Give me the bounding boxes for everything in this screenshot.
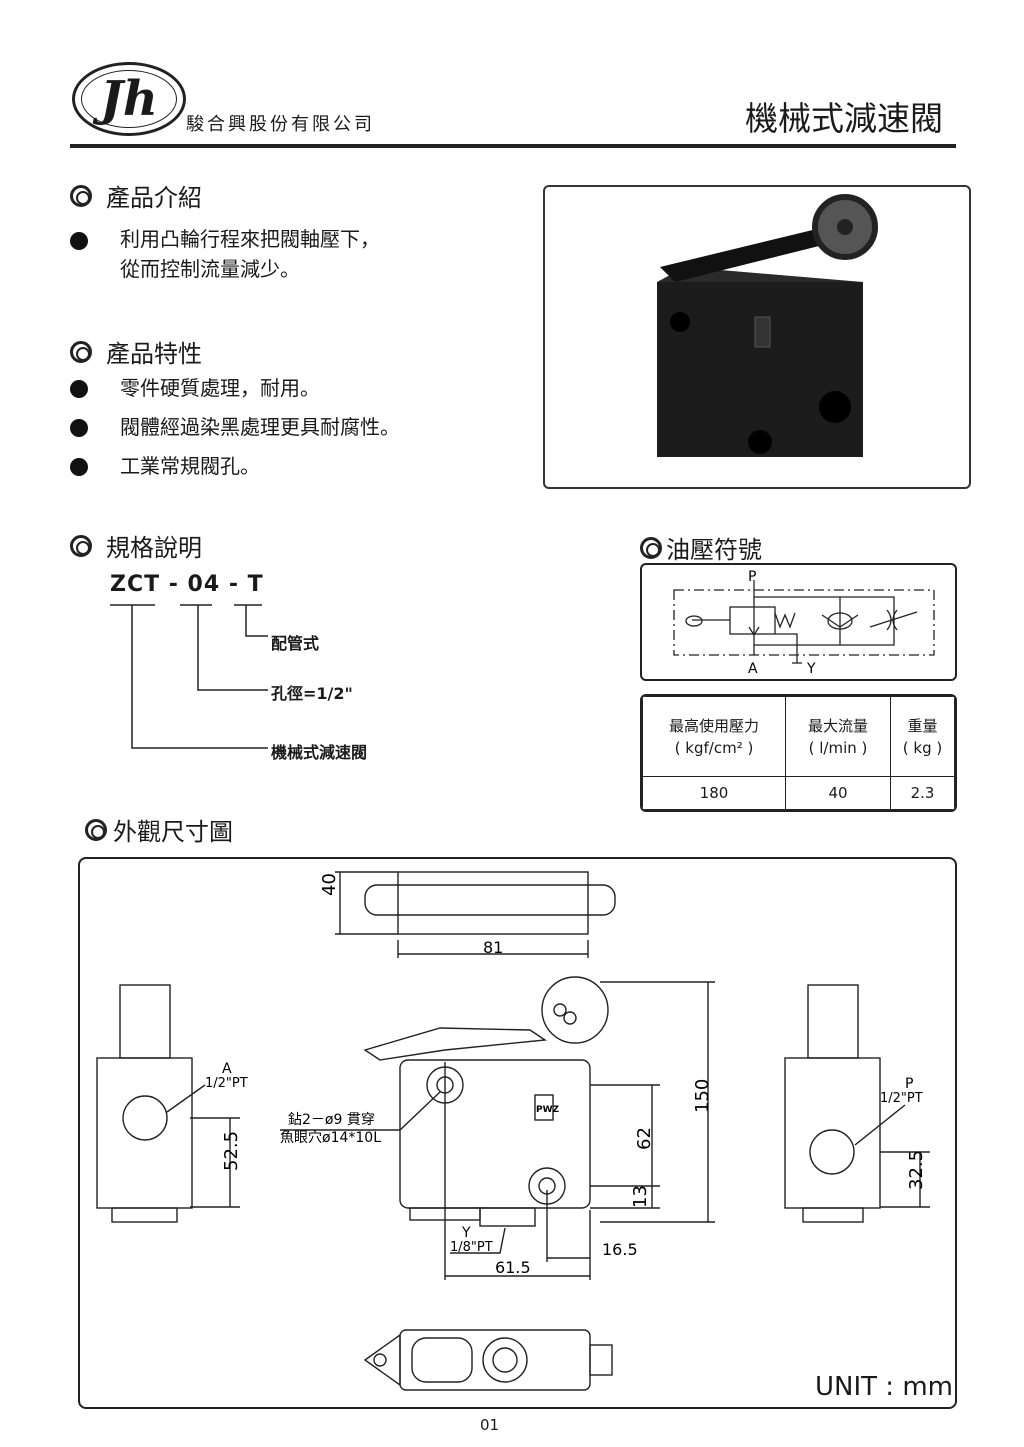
header-text: 最高使用壓力 [668, 716, 759, 735]
port-a-label: A [748, 661, 758, 677]
spec-label-type: 機械式減速閥 [271, 743, 368, 762]
intro-text: 利用凸輪行程來把閥軸壓下， 從而控制流量減少。 [120, 224, 380, 284]
header-flow: 最大流量 ( l/min ) [785, 696, 891, 777]
bullet-icon [70, 419, 88, 437]
port-p-size: 1/2"PT [880, 1091, 923, 1106]
header-text: 最大流量 [807, 716, 868, 735]
value-flow: 40 [785, 776, 891, 810]
symbol-heading: 油壓符號 [640, 530, 762, 565]
double-circle-icon [85, 818, 107, 841]
port-y-label: Y [461, 1225, 471, 1241]
page-title: 機械式減速閥 [745, 99, 943, 138]
heading-text: 外觀尺寸圖 [113, 818, 233, 846]
drill-note: 鉆2－ø9 貫穿 [288, 1112, 375, 1128]
port-a-size: 1/2"PT [205, 1076, 248, 1091]
bullet-icon [70, 380, 88, 398]
header-divider [70, 144, 956, 148]
double-circle-icon [70, 340, 92, 363]
double-circle-icon [640, 536, 662, 559]
spec-label-piping: 配管式 [271, 634, 320, 653]
bullet-icon [70, 232, 88, 250]
spec-tree-lines [110, 604, 268, 749]
page-number: 01 [480, 1416, 500, 1434]
company-name: 駿合興股份有限公司 [186, 114, 375, 135]
intro-line: 從而控制流量減少。 [120, 257, 300, 281]
port-p-label: P [748, 569, 756, 585]
dim-top-width: 81 [483, 938, 503, 957]
header-unit: ( kg ) [902, 738, 943, 757]
dim-16-5: 16.5 [602, 1240, 638, 1259]
dim-left-height: 52.5 [221, 1131, 242, 1171]
port-a-label: A [222, 1061, 232, 1077]
dim-top-height: 40 [319, 873, 340, 896]
dims-heading: 外觀尺寸圖 [85, 812, 233, 847]
bullet-icon [70, 458, 88, 476]
header-unit: ( kgf/cm² ) [674, 738, 754, 757]
model-code: ZCT - 04 - T [110, 572, 264, 597]
feature-item: 零件硬質處理，耐用。 [120, 376, 320, 400]
double-circle-icon [70, 184, 92, 207]
heading-text: 油壓符號 [666, 536, 762, 564]
hydraulic-symbol: P A Y [640, 563, 957, 681]
spec-table: 最高使用壓力 ( kgf/cm² ) 最大流量 ( l/min ) 重量 ( kg )… [640, 694, 957, 812]
port-y-label: Y [806, 661, 816, 677]
unit-label: UNIT : mm [815, 1372, 953, 1402]
heading-text: 規格說明 [106, 534, 202, 562]
dim-150: 150 [692, 1079, 713, 1113]
heading-text: 產品特性 [106, 340, 202, 368]
heading-text: 產品介紹 [106, 184, 202, 212]
header-weight: 重量 ( kg ) [890, 696, 955, 777]
intro-heading: 產品介紹 [70, 178, 202, 213]
feature-item: 閥體經過染黑處理更具耐腐性。 [120, 415, 400, 439]
port-p-label: P [905, 1076, 913, 1092]
header-unit: ( l/min ) [808, 738, 868, 757]
intro-line: 利用凸輪行程來把閥軸壓下， [120, 227, 380, 251]
double-circle-icon [70, 534, 92, 557]
dim-13: 13 [630, 1185, 651, 1208]
nameplate: PWZ [536, 1105, 560, 1115]
features-heading: 產品特性 [70, 334, 202, 369]
product-photo [543, 185, 971, 489]
header-text: 重量 [907, 716, 938, 735]
dim-62: 62 [634, 1127, 655, 1150]
value-pressure: 180 [642, 776, 786, 810]
port-y-size: 1/8"PT [450, 1240, 493, 1255]
dim-right-height: 32.5 [906, 1150, 927, 1190]
spec-heading: 規格說明 [70, 528, 202, 563]
dim-61-5: 61.5 [495, 1258, 531, 1277]
value-weight: 2.3 [890, 776, 955, 810]
counterbore-note: 魚眼穴ø14*10L [280, 1130, 381, 1146]
dimension-drawing-frame [78, 857, 957, 1409]
feature-item: 工業常規閥孔。 [120, 454, 260, 478]
company-logo: Jh [72, 62, 186, 136]
spec-label-port-size: 孔徑=1/2" [271, 684, 353, 703]
